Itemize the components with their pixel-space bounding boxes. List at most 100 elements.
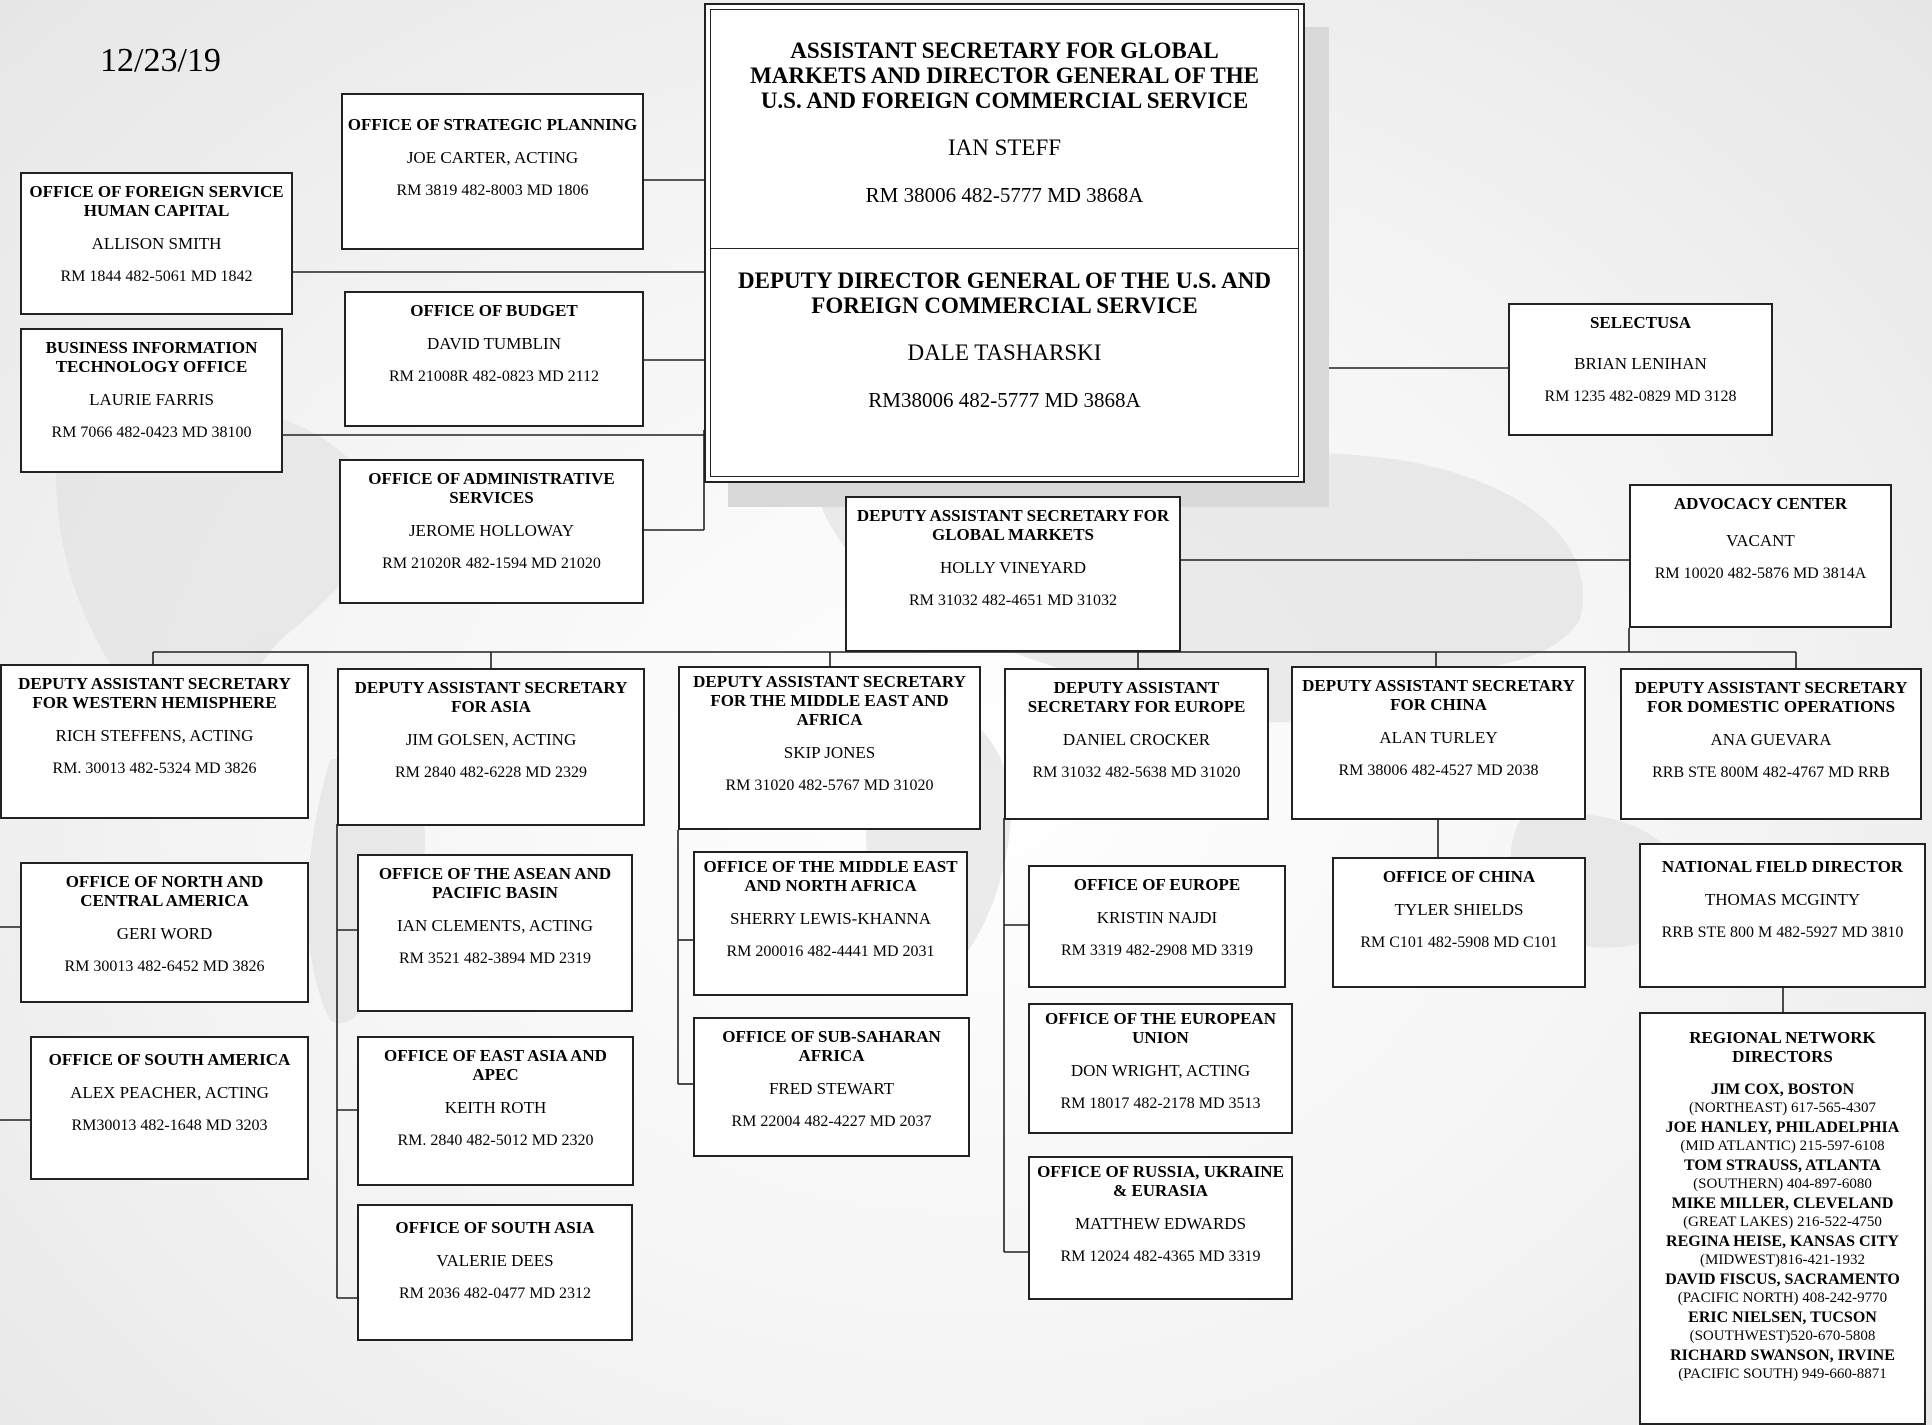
box-person: ALEX PEACHER, ACTING (70, 1083, 269, 1102)
box-title: OFFICE OF EAST ASIA AND APEC (384, 1046, 607, 1084)
das-china-box: DEPUTY ASSISTANT SECRETARY FOR CHINA ALA… (1291, 666, 1586, 820)
box-room: RM 30013 482-6452 MD 3826 (64, 958, 265, 975)
box-title: ADVOCACY CENTER (1673, 494, 1848, 513)
box-person: ALLISON SMITH (91, 234, 222, 253)
director-name: DAVID FISCUS, SACRAMENTO (1665, 1271, 1900, 1288)
box-title: DEPUTY ASSISTANT SECRETARY FOR GLOBAL MA… (856, 506, 1170, 544)
das-europe-box: DEPUTY ASSISTANT SECRETARY FOR EUROPE DA… (1004, 668, 1269, 820)
director-name: TOM STRAUSS, ATLANTA (1684, 1157, 1881, 1174)
box-person: ANA GUEVARA (1710, 730, 1832, 749)
office-east-asia-apec: OFFICE OF EAST ASIA AND APEC KEITH ROTH … (357, 1036, 634, 1186)
box-person: IAN CLEMENTS, ACTING (397, 916, 593, 935)
director-name: REGINA HEISE, KANSAS CITY (1666, 1233, 1899, 1250)
das-global-markets-box: DEPUTY ASSISTANT SECRETARY FOR GLOBAL MA… (845, 496, 1181, 652)
box-room: RM 3319 482-2908 MD 3319 (1060, 942, 1253, 959)
box-title: OFFICE OF ADMINISTRATIVE SERVICES (368, 469, 615, 507)
director-region: (MIDWEST)816-421-1932 (1700, 1252, 1865, 1268)
director-region: (SOUTHWEST)520-670-5808 (1689, 1328, 1876, 1344)
regional-director: ERIC NIELSEN, TUCSON(SOUTHWEST)520-670-5… (1645, 1308, 1920, 1346)
box-room: RM 3819 482-8003 MD 1806 (396, 182, 589, 199)
selectusa-box: SELECTUSA BRIAN LENIHAN RM 1235 482-0829… (1508, 303, 1773, 436)
box-title: SELECTUSA (1589, 313, 1692, 332)
director-name: RICHARD SWANSON, IRVINE (1670, 1347, 1895, 1364)
assistant-secretary-name: IAN STEFF (947, 135, 1062, 160)
director-name: JOE HANLEY, PHILADELPHIA (1665, 1119, 1900, 1136)
national-field-director-box: NATIONAL FIELD DIRECTOR THOMAS MCGINTY R… (1639, 843, 1926, 988)
box-title: DEPUTY ASSISTANT SECRETARY FOR DOMESTIC … (1634, 678, 1908, 716)
box-title: DEPUTY ASSISTANT SECRETARY FOR WESTERN H… (18, 674, 291, 712)
advocacy-center-box: ADVOCACY CENTER VACANT RM 10020 482-5876… (1629, 484, 1892, 628)
box-person: VACANT (1726, 531, 1795, 550)
box-title: OFFICE OF BUDGET (410, 301, 578, 320)
box-person: DANIEL CROCKER (1062, 730, 1211, 749)
box-title: DEPUTY ASSISTANT SECRETARY FOR CHINA (1302, 676, 1575, 714)
office-sub-saharan-africa: OFFICE OF SUB-SAHARAN AFRICA FRED STEWAR… (693, 1017, 970, 1157)
box-person: LAURIE FARRIS (89, 390, 214, 409)
assistant-secretary-box: ASSISTANT SECRETARY FOR GLOBAL MARKETS A… (704, 3, 1305, 483)
office-european-union: OFFICE OF THE EUROPEAN UNION DON WRIGHT,… (1028, 1003, 1293, 1134)
box-person: VALERIE DEES (436, 1251, 554, 1270)
box-room: RM 12024 482-4365 MD 3319 (1060, 1248, 1261, 1265)
box-room: RM 38006 482-4527 MD 2038 (1338, 762, 1539, 779)
box-title: OFFICE OF THE EUROPEAN UNION (1045, 1009, 1276, 1047)
box-room: RM 10020 482-5876 MD 3814A (1654, 565, 1867, 582)
box-person: SKIP JONES (783, 743, 876, 762)
box-room: RM 21020R 482-1594 MD 21020 (382, 555, 601, 572)
box-person: TYLER SHIELDS (1394, 900, 1524, 919)
director-region: (GREAT LAKES) 216-522-4750 (1683, 1214, 1882, 1230)
office-of-budget: OFFICE OF BUDGET DAVID TUMBLIN RM 21008R… (344, 291, 644, 427)
box-person: HOLLY VINEYARD (939, 558, 1087, 577)
office-of-administrative-services: OFFICE OF ADMINISTRATIVE SERVICES JEROME… (339, 459, 644, 604)
box-room: RM 1235 482-0829 MD 3128 (1544, 388, 1737, 405)
box-title: OFFICE OF CHINA (1382, 867, 1536, 886)
box-room: RM 31020 482-5767 MD 31020 (725, 777, 934, 794)
box-person: SHERRY LEWIS-KHANNA (729, 909, 931, 928)
regional-network-directors-box: REGIONAL NETWORK DIRECTORS JIM COX, BOST… (1639, 1012, 1926, 1425)
box-person: JEROME HOLLOWAY (408, 521, 575, 540)
das-western-hemisphere-box: DEPUTY ASSISTANT SECRETARY FOR WESTERN H… (0, 664, 309, 819)
box-title: OFFICE OF NORTH AND CENTRAL AMERICA (65, 872, 264, 910)
box-title: OFFICE OF FOREIGN SERVICE HUMAN CAPITAL (29, 182, 284, 220)
regional-director: RICHARD SWANSON, IRVINE(PACIFIC SOUTH) 9… (1645, 1346, 1920, 1384)
box-person: BRIAN LENIHAN (1574, 354, 1707, 373)
box-title: OFFICE OF SUB-SAHARAN AFRICA (722, 1027, 941, 1065)
box-room: RM 18017 482-2178 MD 3513 (1060, 1095, 1261, 1112)
director-region: (PACIFIC NORTH) 408-242-9770 (1677, 1290, 1888, 1306)
box-title: DEPUTY ASSISTANT SECRETARY FOR EUROPE (1027, 678, 1246, 716)
director-region: (SOUTHERN) 404-897-6080 (1693, 1176, 1872, 1192)
regional-director: TOM STRAUSS, ATLANTA (SOUTHERN) 404-897-6… (1645, 1156, 1920, 1194)
regional-director: JOE HANLEY, PHILADELPHIA (MID ATLANTIC) 2… (1645, 1118, 1920, 1156)
box-title: OFFICE OF SOUTH AMERICA (48, 1050, 291, 1069)
box-person: MATTHEW EDWARDS (1074, 1214, 1247, 1233)
box-person: JIM GOLSEN, ACTING (405, 730, 577, 749)
box-room: RRB STE 800 M 482-5927 MD 3810 (1661, 924, 1904, 941)
box-person: THOMAS MCGINTY (1704, 890, 1861, 909)
das-domestic-operations-box: DEPUTY ASSISTANT SECRETARY FOR DOMESTIC … (1620, 668, 1922, 820)
deputy-director-name: DALE TASHARSKI (907, 340, 1102, 365)
director-region: (MID ATLANTIC) 215-597-6108 (1680, 1138, 1885, 1154)
office-asean-pacific-basin: OFFICE OF THE ASEAN AND PACIFIC BASIN IA… (357, 854, 633, 1012)
das-asia-box: DEPUTY ASSISTANT SECRETARY FOR ASIA JIM … (337, 668, 645, 826)
box-room: RM 3521 482-3894 MD 2319 (398, 950, 591, 967)
box-room: RM 200016 482-4441 MD 2031 (726, 943, 935, 960)
box-room: RM 7066 482-0423 MD 38100 (51, 424, 252, 441)
box-person: DON WRIGHT, ACTING (1070, 1061, 1251, 1080)
box-person: FRED STEWART (768, 1079, 895, 1098)
office-north-central-america: OFFICE OF NORTH AND CENTRAL AMERICA GERI… (20, 862, 309, 1003)
box-title: DEPUTY ASSISTANT SECRETARY FOR ASIA (354, 678, 628, 716)
regional-title: REGIONAL NETWORK DIRECTORS (1689, 1028, 1876, 1066)
regional-director: MIKE MILLER, CLEVELAND (GREAT LAKES) 216-… (1645, 1194, 1920, 1232)
box-title: OFFICE OF RUSSIA, UKRAINE & EURASIA (1037, 1162, 1284, 1200)
office-of-china: OFFICE OF CHINA TYLER SHIELDS RM C101 48… (1332, 857, 1586, 988)
office-of-europe: OFFICE OF EUROPE KRISTIN NAJDI RM 3319 4… (1028, 865, 1286, 988)
box-title: OFFICE OF THE ASEAN AND PACIFIC BASIN (378, 864, 612, 902)
assistant-secretary-room: RM 38006 482-5777 MD 3868A (865, 183, 1144, 207)
box-title: NATIONAL FIELD DIRECTOR (1661, 857, 1904, 876)
box-person: RICH STEFFENS, ACTING (55, 726, 254, 745)
box-title: OFFICE OF THE MIDDLE EAST AND NORTH AFRI… (703, 857, 958, 895)
deputy-director-title: DEPUTY DIRECTOR GENERAL OF THE U.S. AND … (738, 268, 1271, 318)
box-title: OFFICE OF STRATEGIC PLANNING (347, 115, 638, 134)
director-name: MIKE MILLER, CLEVELAND (1671, 1195, 1894, 1212)
box-person: KRISTIN NAJDI (1096, 908, 1218, 927)
